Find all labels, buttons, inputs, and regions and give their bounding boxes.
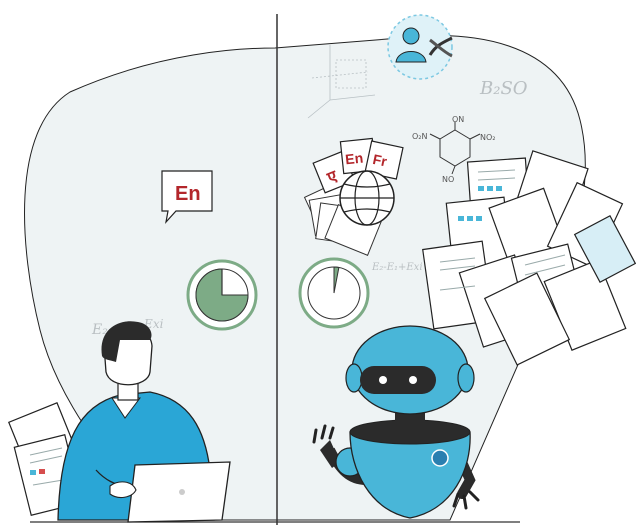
document-stack (422, 150, 636, 366)
clock-right (298, 257, 370, 329)
svg-text:NO₂: NO₂ (480, 133, 496, 142)
science-icon (387, 14, 453, 80)
svg-text:O₂N: O₂N (412, 132, 428, 141)
robot-figure (312, 325, 480, 519)
clock-right-fill (333, 266, 340, 294)
svg-text:ON: ON (452, 115, 464, 124)
chemistry-diagram: ON O₂N NO₂ NO (412, 115, 496, 184)
formula-left: E₂ (91, 322, 108, 338)
axes-sketch (307, 45, 376, 119)
globe-icon: ए En Fr (303, 137, 404, 256)
svg-text:Fr: Fr (371, 151, 389, 170)
clock-left-fill (195, 268, 249, 322)
svg-text:NO: NO (442, 175, 454, 184)
en-label: En (175, 183, 201, 205)
person-figure (57, 321, 231, 523)
formula-top: B₂SO (479, 78, 528, 99)
svg-text:En: En (344, 150, 363, 168)
clock-left (186, 259, 258, 331)
en-speech-bubble: En (161, 170, 213, 224)
formula-mid: E₂-E₁+Exi (371, 262, 423, 273)
